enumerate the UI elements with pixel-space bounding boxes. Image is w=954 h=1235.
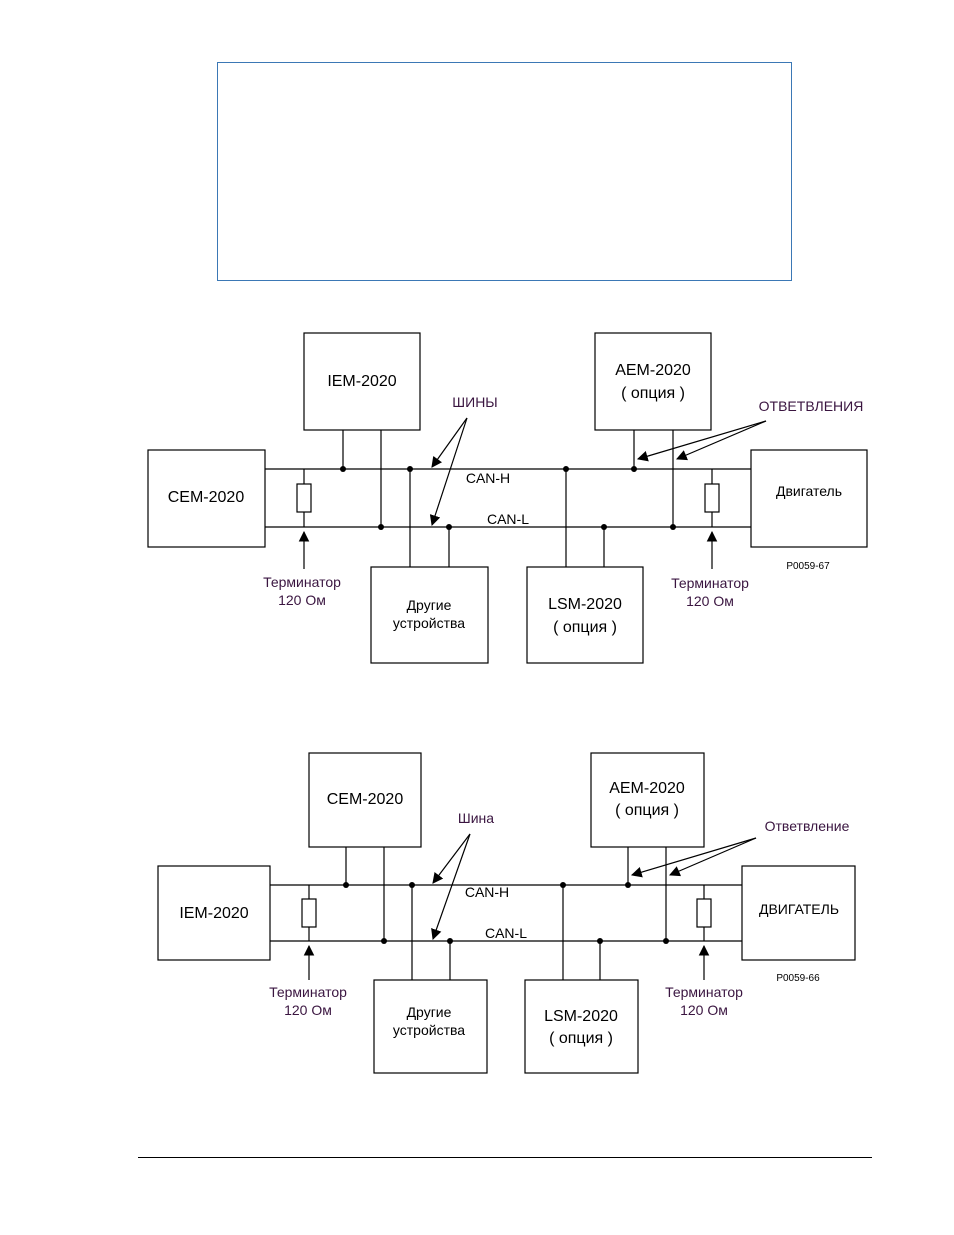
box-label: CEM-2020 — [168, 489, 245, 506]
terminator-label-right: Терминатор — [665, 984, 743, 1000]
terminator-value-left: 120 Ом — [284, 1002, 332, 1018]
figure-code: P0059-67 — [786, 561, 830, 572]
stub-annotation: ОТВЕТВЛЕНИЯ — [759, 398, 864, 414]
engine-box — [750, 449, 868, 548]
can-l-label: CAN-L — [487, 511, 529, 527]
module-box-left — [157, 865, 271, 961]
box-label: устройства — [393, 1022, 465, 1038]
bus-arrow — [429, 417, 468, 527]
terminator-resistor-right — [696, 898, 712, 928]
module-box-bottom-middle — [373, 979, 488, 1074]
note-box — [217, 62, 792, 281]
terminator-resistor-left — [296, 483, 312, 513]
box-label: LSM-2020 — [548, 596, 622, 613]
box-label: устройства — [393, 615, 465, 631]
bus-arrow — [432, 833, 471, 884]
bus-annotation: Шина — [458, 810, 494, 826]
terminator-value-right: 120 Ом — [686, 593, 734, 609]
bus-arrow — [431, 417, 468, 468]
box-label: AEM-2020 — [615, 362, 691, 379]
module-box-top-right — [594, 332, 712, 431]
box-label: IEM-2020 — [179, 905, 248, 922]
terminator-label-right: Терминатор — [671, 575, 749, 591]
footer-rule — [138, 1157, 872, 1158]
box-label: Другие — [407, 1004, 452, 1020]
stub-arrow — [669, 837, 757, 877]
module-box-left — [147, 449, 266, 548]
box-label: IEM-2020 — [327, 373, 396, 390]
stub-arrow — [630, 837, 757, 878]
can-h-label: CAN-H — [465, 884, 509, 900]
module-box-bottom-middle — [370, 566, 489, 664]
engine-label: ДВИГАТЕЛЬ — [759, 901, 839, 917]
box-label: LSM-2020 — [544, 1008, 618, 1025]
can-l-label: CAN-L — [485, 925, 527, 941]
box-label-option: ( опция ) — [621, 385, 685, 402]
stub-arrow — [636, 420, 767, 462]
module-box-bottom-right — [524, 979, 639, 1074]
module-box-top-left — [303, 332, 421, 431]
can-h-label: CAN-H — [466, 470, 510, 486]
terminator-label-left: Терминатор — [269, 984, 347, 1000]
terminator-label-left: Терминатор — [263, 574, 341, 590]
can-bus-diagram-1: CEM-2020 IEM-2020 AEM-2020 ( опция ) Дви… — [147, 332, 868, 664]
engine-label: Двигатель — [776, 483, 842, 499]
module-box-top-right — [590, 752, 705, 848]
terminator-value-left: 120 Ом — [278, 592, 326, 608]
stub-arrow — [676, 420, 767, 461]
bus-annotation: ШИНЫ — [452, 394, 497, 410]
box-label: CEM-2020 — [327, 791, 404, 808]
box-label-option: ( опция ) — [615, 802, 679, 819]
box-label: AEM-2020 — [609, 780, 685, 797]
terminator-value-right: 120 Ом — [680, 1002, 728, 1018]
bus-arrow — [431, 833, 471, 941]
terminator-resistor-right — [704, 483, 720, 513]
engine-box — [741, 865, 856, 961]
box-label: Другие — [407, 597, 452, 613]
box-label-option: ( опция ) — [549, 1030, 613, 1047]
terminator-resistor-left — [301, 898, 317, 928]
box-label-option: ( опция ) — [553, 619, 617, 636]
figure-code: P0059-66 — [776, 973, 820, 984]
module-box-bottom-right — [526, 566, 644, 664]
stub-annotation: Ответвление — [765, 818, 850, 834]
can-bus-diagram-2: IEM-2020 CEM-2020 AEM-2020 ( опция ) ДВИ… — [157, 752, 856, 1074]
module-box-top-left — [308, 752, 422, 848]
